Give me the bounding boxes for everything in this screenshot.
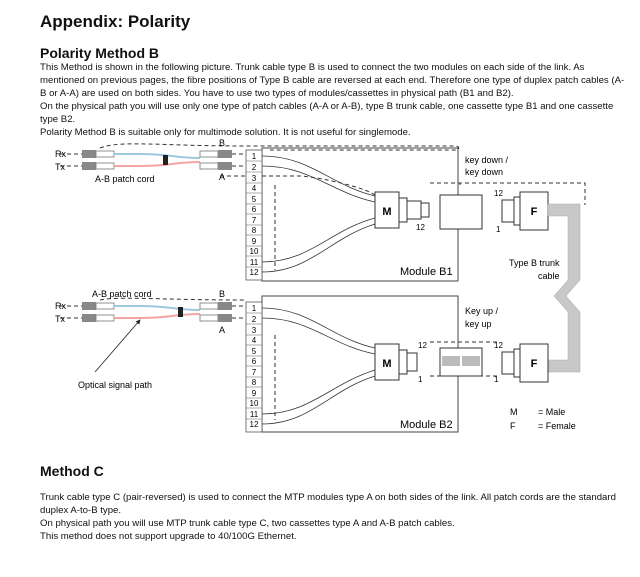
fiber-1-b1-right: 1 — [496, 225, 501, 234]
port-number: 11 — [250, 258, 259, 267]
method-b-paragraph: Polarity Method B is suitable only for m… — [40, 127, 411, 138]
method-b-title: Polarity Method B — [40, 45, 160, 61]
port-number: 1 — [252, 152, 257, 161]
mtp-connector-b1 — [374, 191, 400, 229]
fanout-fibres-b2 — [261, 307, 376, 425]
port-number: 5 — [252, 347, 257, 356]
port-number: 6 — [252, 205, 257, 214]
adapter-b1 — [439, 194, 483, 230]
port-number: 3 — [252, 174, 257, 183]
trunk-label-line1: Type B trunk — [509, 258, 560, 268]
patch-cord-label-bottom: A-B patch cord — [92, 289, 152, 299]
female-connector-b2 — [519, 343, 549, 383]
port-number: 10 — [250, 399, 259, 408]
patch-cord-top — [82, 150, 232, 170]
port-number: 11 — [250, 410, 259, 419]
port-number: 2 — [252, 315, 257, 324]
port-number: 2 — [252, 163, 257, 172]
male-connector-b1: M — [382, 206, 391, 218]
port-number: 7 — [252, 216, 257, 225]
module-b2-label: Module B2 — [400, 419, 453, 431]
module-b1-label: Module B1 — [400, 266, 453, 278]
fiber-1-b2-right: 1 — [494, 375, 499, 384]
method-b-description: This Method is shown in the following pi… — [40, 61, 630, 139]
port-number: 1 — [252, 304, 257, 313]
port-b-label-top: B — [219, 138, 225, 148]
mtp-connector-b2 — [374, 343, 400, 381]
method-c-paragraph: This method does not support upgrade to … — [40, 531, 297, 542]
port-number: 9 — [252, 237, 257, 246]
key-up-line2: key up — [465, 319, 492, 329]
method-c-description: Trunk cable type C (pair-reversed) is us… — [40, 491, 630, 543]
appendix-title: Appendix: Polarity — [40, 12, 191, 31]
port-number: 8 — [252, 226, 257, 235]
key-down-line1: key down / — [465, 155, 509, 165]
rx-label-top: Rx — [55, 149, 66, 159]
port-number: 4 — [252, 184, 257, 193]
legend-male-key: M — [510, 407, 518, 417]
female-label-b2: F — [531, 358, 538, 370]
method-c-paragraph: Trunk cable type C (pair-reversed) is us… — [40, 492, 616, 516]
fiber-12-b1-right: 12 — [494, 189, 503, 198]
fiber-12-b2-left: 12 — [418, 341, 427, 350]
port-number: 7 — [252, 368, 257, 377]
male-connector-b2: M — [382, 358, 391, 370]
method-b-paragraph: On the physical path you will use only o… — [40, 101, 614, 125]
method-c-paragraph: On physical path you will use MTP trunk … — [40, 518, 455, 529]
fanout-fibres-b1 — [261, 155, 376, 273]
optical-signal-label: Optical signal path — [78, 380, 152, 390]
port-number: 8 — [252, 378, 257, 387]
female-connector-b1 — [519, 191, 549, 231]
trunk-label-line2: cable — [538, 271, 560, 281]
female-label-b1: F — [531, 206, 538, 218]
fiber-12-b2-right: 12 — [494, 341, 503, 350]
patch-cord-bottom — [82, 302, 232, 322]
port-column-b2: 1 2 3 4 5 6 7 8 9 10 11 12 — [245, 301, 263, 433]
port-number: 12 — [250, 420, 259, 429]
tx-label-top: Tx — [55, 162, 65, 172]
port-number: 12 — [250, 268, 259, 277]
key-up-line1: Key up / — [465, 306, 499, 316]
port-number: 5 — [252, 195, 257, 204]
port-column-b1: 1 2 3 4 5 6 7 8 9 10 11 12 — [245, 149, 263, 281]
patch-cord-label-top: A-B patch cord — [95, 174, 155, 184]
legend-male-value: = Male — [538, 407, 565, 417]
port-b-label-bottom: B — [219, 289, 225, 299]
method-b-paragraph: This Method is shown in the following pi… — [40, 62, 625, 99]
port-number: 9 — [252, 389, 257, 398]
legend-female-value: = Female — [538, 421, 576, 431]
trunk-cable — [547, 203, 581, 373]
port-number: 3 — [252, 326, 257, 335]
fiber-1-b2-left: 1 — [418, 375, 423, 384]
port-number: 4 — [252, 336, 257, 345]
legend: M = Male F = Female — [510, 407, 576, 431]
rx-label-bottom: Rx — [55, 301, 66, 311]
port-number: 10 — [250, 247, 259, 256]
method-c-title: Method C — [40, 463, 104, 479]
key-down-line2: key down — [465, 167, 503, 177]
port-a-label-top: A — [219, 172, 225, 182]
port-number: 6 — [252, 357, 257, 366]
fiber-12-b1-left: 12 — [416, 223, 425, 232]
legend-female-key: F — [510, 421, 516, 431]
port-a-label-bottom: A — [219, 325, 225, 335]
tx-label-bottom: Tx — [55, 314, 65, 324]
module-b2-box — [261, 295, 459, 433]
